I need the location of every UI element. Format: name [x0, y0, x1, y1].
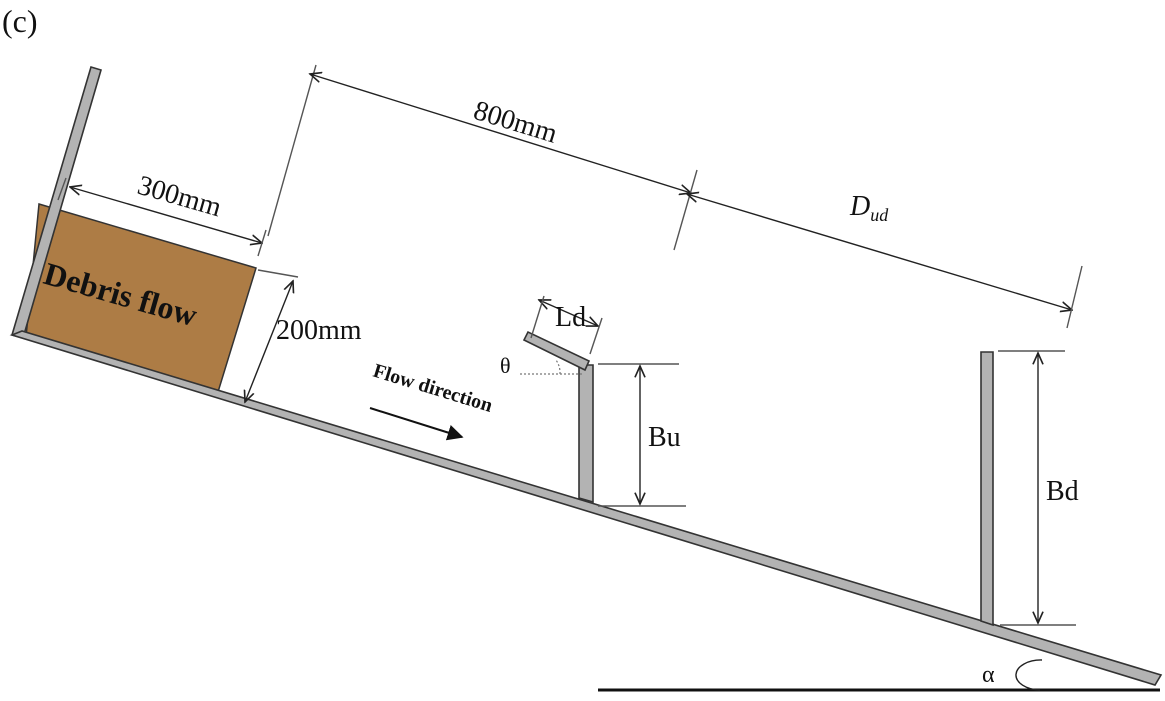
dim-dud-sub: ud: [870, 205, 889, 225]
dim-ld-ext-right: [589, 317, 603, 355]
dim-bu-label: Bu: [648, 422, 681, 453]
dim-bd-label: Bd: [1046, 476, 1079, 507]
dim-200-line: [245, 281, 293, 402]
slope-angle-arc: [1015, 659, 1043, 691]
dim-300-line: [70, 187, 262, 243]
flume-bed: [9, 330, 1163, 686]
dim-dud-ext-right: [1066, 265, 1083, 329]
dim-divider-tick: [673, 169, 698, 251]
dim-800-line: [310, 74, 691, 193]
flow-direction-label: Flow direction: [371, 360, 496, 417]
dim-300-ext-right: [257, 229, 267, 257]
dim-ld-line: [539, 300, 598, 326]
dim-200-ext-top: [257, 269, 299, 278]
upstream-barrier: [578, 364, 594, 504]
deflector-plate: [522, 330, 591, 372]
theta-arc: [555, 359, 561, 375]
dim-800-label: 800mm: [470, 95, 561, 150]
dim-800-ext-left: [267, 64, 317, 237]
dim-ld-ext-left: [530, 295, 545, 339]
dim-dud-label: Dud: [849, 191, 889, 225]
dim-dud-main: D: [849, 191, 870, 222]
dim-300-ext-left: [57, 177, 67, 201]
slope-angle-label: α: [982, 662, 995, 688]
dim-300-label: 300mm: [134, 170, 225, 223]
theta-label: θ: [500, 353, 511, 378]
flow-direction-arrow: [369, 407, 464, 441]
dim-dud-line: [687, 194, 1072, 310]
panel-label: (c): [2, 3, 38, 39]
dim-ld-label: Ld: [555, 302, 586, 333]
dim-200-label: 200mm: [276, 315, 362, 346]
downstream-barrier: [980, 351, 994, 627]
